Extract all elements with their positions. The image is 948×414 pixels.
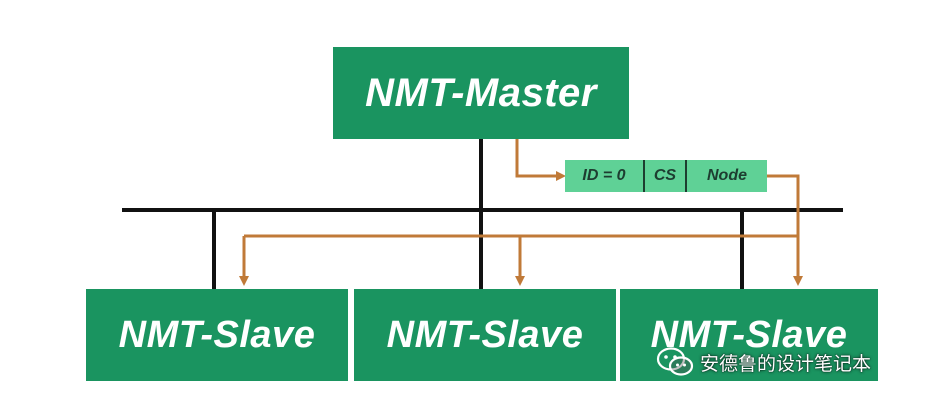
message-arrow-to-frame bbox=[515, 139, 566, 181]
nmt-slave-node-3: NMT-Slave bbox=[620, 289, 878, 381]
wechat-icon bbox=[656, 347, 694, 376]
message-line-from-frame bbox=[767, 174, 800, 236]
frame-field-node: Node bbox=[707, 167, 747, 184]
frame-field-cs: CS bbox=[645, 160, 687, 192]
frame-field-id: ID = 0 bbox=[565, 160, 645, 192]
watermark: 安德鲁的设计笔记本 bbox=[656, 346, 871, 378]
nmt-slave-node-2: NMT-Slave bbox=[354, 289, 616, 381]
nmt-slave-node-1: NMT-Slave bbox=[86, 289, 348, 381]
watermark-text: 安德鲁的设计笔记本 bbox=[700, 352, 872, 375]
nmt-frame: ID = 0 CS Node bbox=[565, 160, 767, 192]
nmt-master-node: NMT-Master bbox=[333, 47, 629, 139]
